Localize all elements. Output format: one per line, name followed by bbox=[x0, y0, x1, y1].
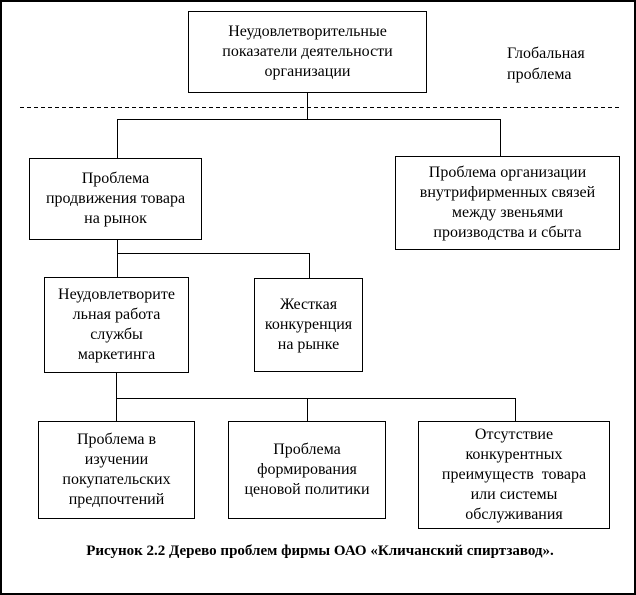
connector-level2-horizontal bbox=[117, 119, 501, 120]
connector-to-competition bbox=[309, 253, 310, 278]
node-root-problem: Неудовлетворительные показатели деятельн… bbox=[188, 11, 427, 93]
global-problem-divider-dashed-line bbox=[20, 107, 619, 108]
node-pricing-policy-problem: Проблема формирования ценовой политики bbox=[228, 421, 386, 519]
global-problem-label: Глобальная проблема bbox=[507, 45, 585, 83]
connector-root-down bbox=[307, 93, 308, 120]
connector-to-advantages bbox=[515, 398, 516, 421]
connector-marketing-down bbox=[116, 373, 117, 421]
node-competitive-advantages-problem: Отсутствие конкурентных преимуществ това… bbox=[418, 421, 610, 529]
connector-to-internal-links bbox=[500, 119, 501, 156]
node-internal-links-problem: Проблема организации внутрифирменных свя… bbox=[395, 156, 620, 250]
node-consumer-preferences-problem: Проблема в изучении покупательских предп… bbox=[38, 421, 195, 519]
figure-caption: Рисунок 2.2 Дерево проблем фирмы ОАО «Кл… bbox=[86, 543, 554, 559]
node-promotion-problem: Проблема продвижения товара на рынок bbox=[29, 158, 202, 240]
connector-level3-horizontal bbox=[117, 253, 310, 254]
connector-to-pricing bbox=[307, 398, 308, 421]
node-marketing-problem: Неудовлетворите льная работа службы марк… bbox=[44, 277, 189, 373]
connector-level4-horizontal bbox=[116, 398, 516, 399]
connector-to-promotion bbox=[117, 119, 118, 158]
connector-promotion-down bbox=[117, 240, 118, 277]
node-competition-problem: Жесткая конкуренция на рынке bbox=[254, 278, 363, 372]
